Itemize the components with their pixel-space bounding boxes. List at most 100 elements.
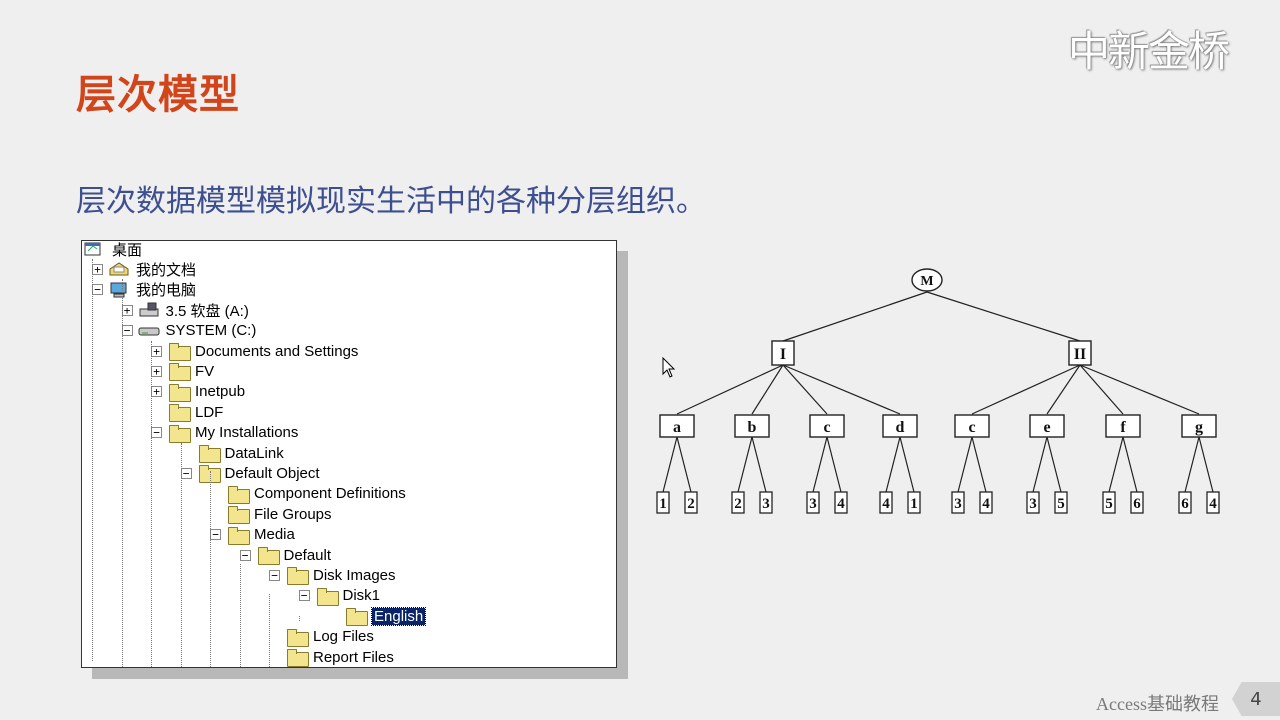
leaf-node <box>1206 491 1220 514</box>
tree-connector-line <box>210 471 211 667</box>
folder-icon <box>167 383 191 402</box>
folder-tree-panel: 桌面+我的文档−我的电脑+3.5 软盘 (A:)−SYSTEM (C:)+Doc… <box>81 240 617 668</box>
leaf-node-label: 4 <box>837 496 845 512</box>
tree-item-label: 我的电脑 <box>136 282 197 300</box>
tree-row[interactable]: +Inetpub <box>151 382 245 402</box>
level2-node <box>1181 414 1217 438</box>
collapse-icon[interactable]: − <box>239 549 251 561</box>
tree-row[interactable]: − Default Object <box>180 463 320 484</box>
tree-item-label: My Installations <box>195 424 299 442</box>
folder-icon <box>167 343 191 361</box>
tree-row[interactable]: English <box>328 606 427 627</box>
leaf-node-label: 5 <box>1057 496 1065 512</box>
expand-icon[interactable]: + <box>92 263 103 275</box>
collapse-icon[interactable]: − <box>151 427 162 439</box>
tree-item-label: 桌面 <box>112 241 143 259</box>
level2-node <box>882 414 918 438</box>
tree-edge <box>1184 436 1200 493</box>
tree-edge <box>751 436 767 493</box>
desktop-icon <box>84 241 106 257</box>
tree-row[interactable]: Component Definitions <box>210 484 406 504</box>
level1-node <box>1068 340 1092 366</box>
tree-edge <box>899 436 915 493</box>
leaf-node-label: 4 <box>882 496 890 512</box>
expand-icon[interactable]: + <box>121 304 133 316</box>
tree-connector-line <box>180 443 182 667</box>
collapse-icon[interactable]: − <box>92 284 103 296</box>
leaf-node <box>907 491 921 514</box>
leaf-node <box>979 491 993 514</box>
tree-row[interactable]: −Disk Images <box>269 565 396 586</box>
level2-node-label: a <box>673 419 681 436</box>
tree-item-label: Default Object <box>224 464 320 482</box>
tree-edge <box>1046 364 1081 415</box>
tree-row[interactable]: − My Installations <box>151 423 298 443</box>
collapse-icon[interactable]: − <box>121 325 133 337</box>
tree-edge <box>971 436 987 493</box>
leaf-node-label: 3 <box>1029 496 1037 512</box>
leaf-node <box>879 491 893 514</box>
folder-icon <box>197 445 221 463</box>
folder-icon <box>226 506 250 525</box>
tree-row[interactable]: +3.5 软盘 (A:) <box>121 300 249 320</box>
tree-row[interactable]: File Groups <box>210 504 332 525</box>
leaf-node-label: 2 <box>687 496 695 512</box>
tree-edge <box>971 364 1081 415</box>
leaf-node <box>656 491 670 514</box>
tree-item-label: File Groups <box>254 505 332 523</box>
tree-row[interactable]: Report Files <box>269 647 394 667</box>
brand-logo: 中新金桥 <box>1068 27 1230 76</box>
tree-edge <box>1108 436 1124 493</box>
tree-item-label: Log Files <box>313 628 374 646</box>
tree-connector-line <box>121 279 123 667</box>
tree-edge <box>662 436 678 493</box>
leaf-node-label: 3 <box>954 496 962 512</box>
computer-icon <box>108 282 130 298</box>
leaf-node-label: 2 <box>734 496 742 512</box>
leaf-node <box>834 491 848 514</box>
tree-row[interactable]: +Documents and Settings <box>151 341 358 361</box>
tree-row[interactable]: DataLink <box>181 443 284 463</box>
tree-row[interactable]: + 我的文档 <box>92 259 196 279</box>
tree-item-label: 3.5 软盘 (A:) <box>165 302 249 320</box>
expand-icon[interactable]: + <box>151 386 162 398</box>
tree-row[interactable]: − 我的电脑 <box>92 280 196 300</box>
open-folder-icon <box>344 608 368 627</box>
tree-item-label: Disk1 <box>342 587 381 605</box>
drive-icon <box>138 323 160 339</box>
tree-row[interactable]: LDF <box>151 402 224 423</box>
leaf-node-label: 3 <box>809 496 817 512</box>
level2-node <box>734 414 770 438</box>
expand-icon[interactable]: + <box>151 345 162 357</box>
tree-item-label: 我的文档 <box>136 261 197 279</box>
collapse-icon[interactable]: − <box>210 529 221 541</box>
folder-icon <box>256 547 280 565</box>
tree-row[interactable]: −Default <box>239 545 331 565</box>
leaf-node <box>1102 491 1116 514</box>
leaf-node-label: 3 <box>762 496 770 512</box>
tree-row[interactable]: − Disk1 <box>298 586 381 606</box>
tree-row[interactable]: Log Files <box>269 627 374 647</box>
folder-icon <box>285 649 309 667</box>
tree-connector-line <box>298 616 300 621</box>
tree-item-label: LDF <box>195 403 224 421</box>
mouse-cursor-icon <box>662 357 676 378</box>
tree-connector-line <box>92 259 93 661</box>
tree-row[interactable]: +FV <box>151 361 214 382</box>
leaf-node <box>759 491 773 514</box>
expand-icon[interactable]: + <box>151 365 162 377</box>
collapse-icon[interactable]: − <box>180 467 192 479</box>
collapse-icon[interactable]: − <box>298 590 310 602</box>
tree-connector-line <box>151 341 152 667</box>
folder-icon <box>285 628 309 647</box>
level1-node-label: II <box>1074 346 1086 363</box>
tree-edge <box>826 436 842 493</box>
folder-icon <box>167 424 191 443</box>
tree-item-label: Component Definitions <box>254 485 406 503</box>
leaf-node <box>1054 491 1068 514</box>
tree-row[interactable]: 桌面 <box>84 241 143 259</box>
collapse-icon[interactable]: − <box>269 569 280 581</box>
tree-row[interactable]: −Media <box>210 525 295 545</box>
level2-node-label: g <box>1195 419 1203 436</box>
tree-row[interactable]: −SYSTEM (C:) <box>121 321 256 341</box>
